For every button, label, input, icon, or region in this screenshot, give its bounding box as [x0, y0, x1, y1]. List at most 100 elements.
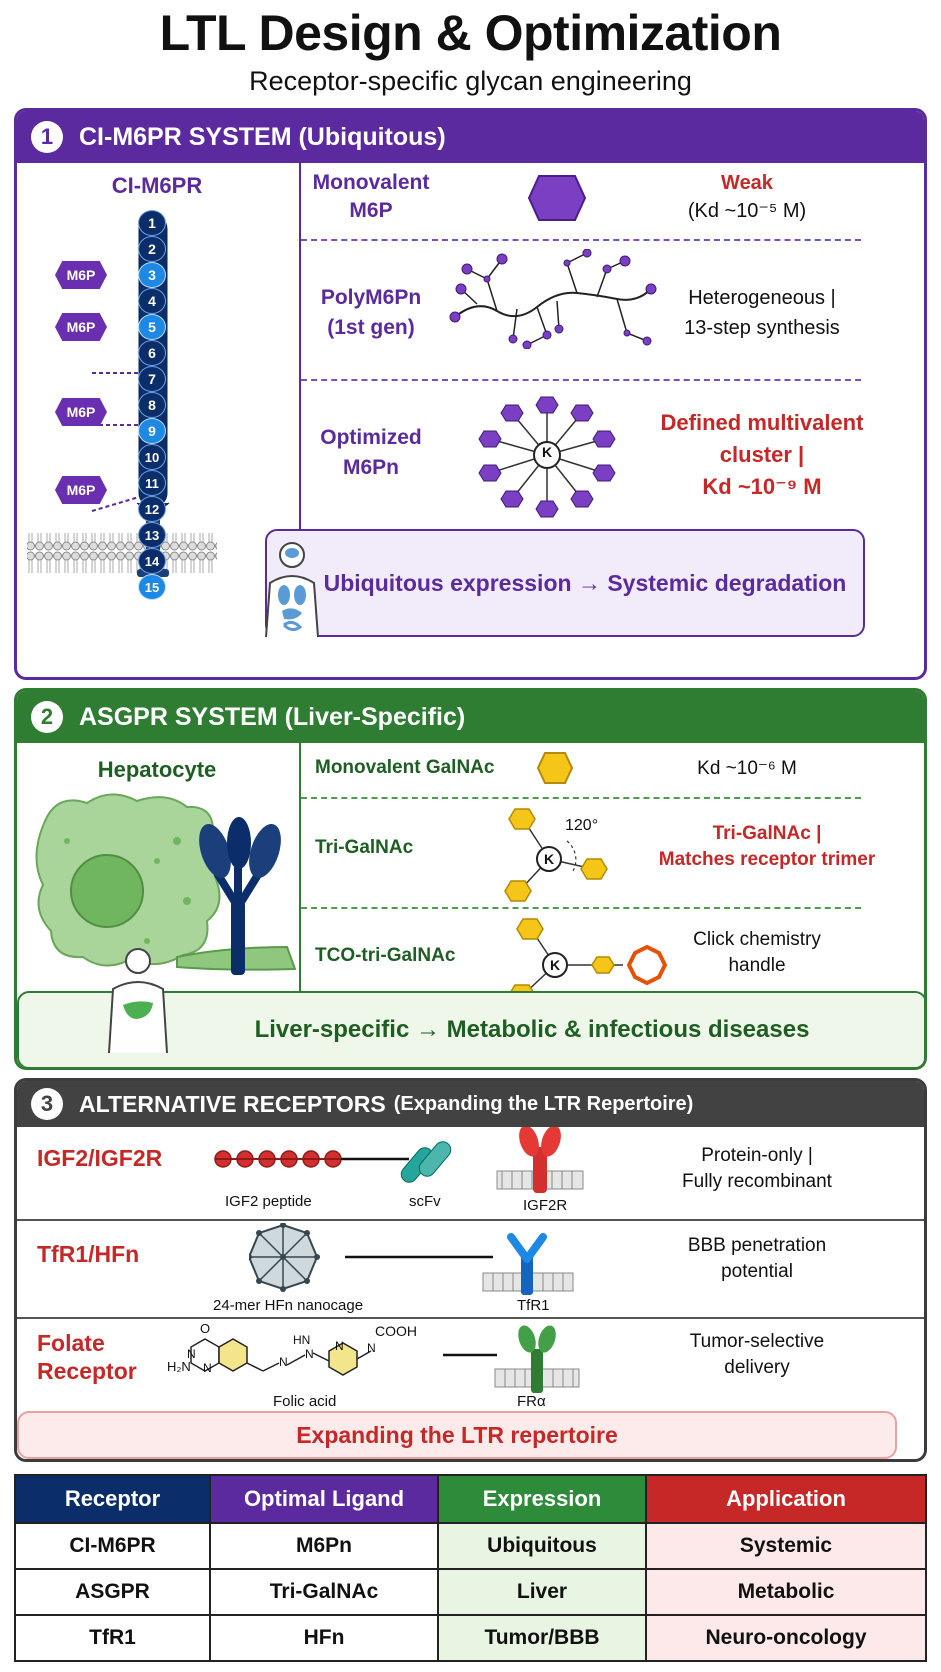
tri-galnac-core-label: K: [543, 851, 555, 867]
receptor-name-folate: Folate Receptor: [37, 1330, 137, 1384]
domain-5: 5: [138, 314, 166, 340]
panel-title-suffix: (Expanding the LTR Repertoire): [393, 1092, 694, 1115]
igf2-peptide-label: IGF2 peptide: [225, 1193, 312, 1210]
table-cell: Neuro-oncology: [645, 1614, 927, 1662]
fra-label: FRα: [517, 1393, 546, 1410]
human-body-organs-icon: [265, 542, 319, 638]
cell-membrane: [27, 533, 217, 573]
scfv-label: scFv: [409, 1193, 441, 1210]
panel-title: ALTERNATIVE RECEPTORS: [79, 1090, 386, 1117]
ligand-desc-tco-tri-galnac: Click chemistry handle: [693, 929, 821, 976]
m6p-tag-5: M6P: [55, 313, 107, 341]
table-cell: Tumor/BBB: [437, 1614, 647, 1662]
domain-9: 9: [138, 418, 166, 444]
hfn-tfr1-diagram: [249, 1223, 574, 1295]
receptor-desc-tfr1: BBB penetration potential: [687, 1235, 827, 1282]
domain-3: 3: [138, 262, 166, 288]
receptor-desc-igf2: Protein-only | Fully recombinant: [682, 1145, 832, 1192]
systemic-banner: Ubiquitous expression → Systemic degrada…: [265, 529, 865, 637]
row-divider: [17, 1219, 924, 1221]
ligand-name-tco-tri-galnac: TCO-tri-GalNAc: [315, 945, 456, 966]
ligand-name-tri-galnac: Tri-GalNAc: [315, 837, 414, 858]
tfr1-label: TfR1: [517, 1297, 550, 1314]
panel-header: 3 ALTERNATIVE RECEPTORS (Expanding the L…: [17, 1081, 924, 1127]
column-header-ligand: Optimal Ligand: [209, 1474, 439, 1524]
table-row: ASGPR Tri-GalNAc Liver Metabolic: [14, 1568, 927, 1616]
ligand-desc-tri-galnac: Tri-GalNAc | Matches receptor trimer: [658, 823, 876, 870]
receptor-name-igf2: IGF2/IGF2R: [37, 1145, 163, 1171]
page-subtitle: Receptor-specific glycan engineering: [249, 66, 692, 96]
panel-number: 2: [31, 701, 63, 733]
ligand-desc-monovalent-galnac: Kd ~10⁻⁶ M: [697, 758, 797, 779]
ligand-desc-optimized-m6pn: Defined multivalent cluster | Kd ~10⁻⁹ M: [660, 410, 864, 499]
panel-header: 1 CI-M6PR SYSTEM (Ubiquitous): [17, 111, 924, 163]
ligand-name-polym6pn: PolyM6Pn (1st gen): [320, 286, 422, 339]
receptor-name-tfr1: TfR1/HFn: [37, 1241, 140, 1267]
row-divider: [301, 379, 861, 381]
hepatocyte-asgpr-diagram: [35, 793, 297, 975]
panel-title: ASGPR SYSTEM (Liver-Specific): [79, 702, 466, 731]
polym6pn-polymer-icon: [449, 249, 657, 349]
ligand-desc-monovalent-m6p: Weak (Kd ~10⁻⁵ M): [687, 172, 807, 222]
chem-n2: N: [203, 1361, 212, 1375]
tco-core-label: K: [549, 957, 561, 973]
row-divider: [301, 797, 861, 799]
chem-n5: N: [335, 1339, 344, 1353]
column-header-expression: Expression: [437, 1474, 647, 1524]
domain-11: 11: [138, 470, 166, 496]
panel-header: 2 ASGPR SYSTEM (Liver-Specific): [17, 691, 924, 743]
chem-n3: N: [279, 1355, 288, 1369]
table-row: CI-M6PR M6Pn Ubiquitous Systemic: [14, 1522, 927, 1570]
table-cell: TfR1: [14, 1614, 211, 1662]
ligand-name-monovalent-m6p: Monovalent M6P: [312, 171, 430, 222]
domain-8: 8: [138, 392, 166, 418]
row-divider: [301, 907, 861, 909]
receptor-desc-folate: Tumor-selective delivery: [689, 1331, 825, 1378]
table-cell: Ubiquitous: [437, 1522, 647, 1570]
row-divider: [17, 1317, 924, 1319]
column-divider: [299, 163, 301, 631]
table-cell: M6Pn: [209, 1522, 439, 1570]
domain-2: 2: [138, 236, 166, 262]
table-cell: CI-M6PR: [14, 1522, 211, 1570]
m6p-hexagon-icon: [527, 175, 587, 221]
table-cell: Metabolic: [645, 1568, 927, 1616]
panel-ci-m6pr: 1 CI-M6PR SYSTEM (Ubiquitous) CI-M6PR 1: [14, 108, 927, 680]
table-cell: ASGPR: [14, 1568, 211, 1616]
receptor-domains: 1 2 3 4 5 6 7 8 9 10 11 12 13 14 15: [138, 210, 168, 600]
liver-banner: Liver-specific → Metabolic & infectious …: [17, 991, 924, 1067]
chem-amine: H₂N: [167, 1359, 191, 1374]
domain-10: 10: [138, 444, 166, 470]
panel-number: 3: [31, 1088, 63, 1120]
domain-12: 12: [138, 496, 166, 522]
chem-n4: N: [305, 1347, 314, 1361]
m6p-tag-15: M6P: [55, 476, 107, 504]
folic-acid-label: Folic acid: [273, 1393, 337, 1410]
galnac-hexagon-icon: [537, 752, 573, 784]
panel-alternative-receptors: 3 ALTERNATIVE RECEPTORS (Expanding the L…: [14, 1078, 927, 1462]
panel-asgpr: 2 ASGPR SYSTEM (Liver-Specific) Hepatocy…: [14, 688, 927, 1070]
panel-title: CI-M6PR SYSTEM (Ubiquitous): [79, 122, 446, 151]
domain-7: 7: [138, 366, 166, 392]
hfn-nanocage-label: 24-mer HFn nanocage: [213, 1297, 364, 1314]
chem-cooh: COOH: [375, 1323, 417, 1339]
ligand-desc-polym6pn: Heterogeneous | 13-step synthesis: [684, 287, 840, 339]
optimized-m6pn-cluster-icon: [478, 396, 616, 518]
chem-oxygen: O: [200, 1321, 211, 1336]
repertoire-banner: Expanding the LTR repertoire: [17, 1411, 897, 1459]
domain-13: 13: [138, 522, 166, 548]
igf2r-label: IGF2R: [523, 1197, 568, 1214]
table-cell: Tri-GalNAc: [209, 1568, 439, 1616]
domain-6: 6: [138, 340, 166, 366]
igf2-scfv-igf2r-diagram: [214, 1127, 584, 1193]
table-cell: HFn: [209, 1614, 439, 1662]
m6p-tag-9: M6P: [55, 398, 107, 426]
chem-n6: N: [367, 1341, 376, 1355]
page-title: LTL Design & Optimization: [159, 5, 782, 61]
domain-1: 1: [138, 210, 166, 236]
column-header-application: Application: [645, 1474, 927, 1524]
chem-hn: HN: [293, 1333, 311, 1347]
table-header-row: Receptor Optimal Ligand Expression Appli…: [14, 1474, 927, 1524]
ligand-name-optimized-m6pn: Optimized M6Pn: [320, 426, 422, 479]
domain-14: 14: [138, 548, 166, 574]
